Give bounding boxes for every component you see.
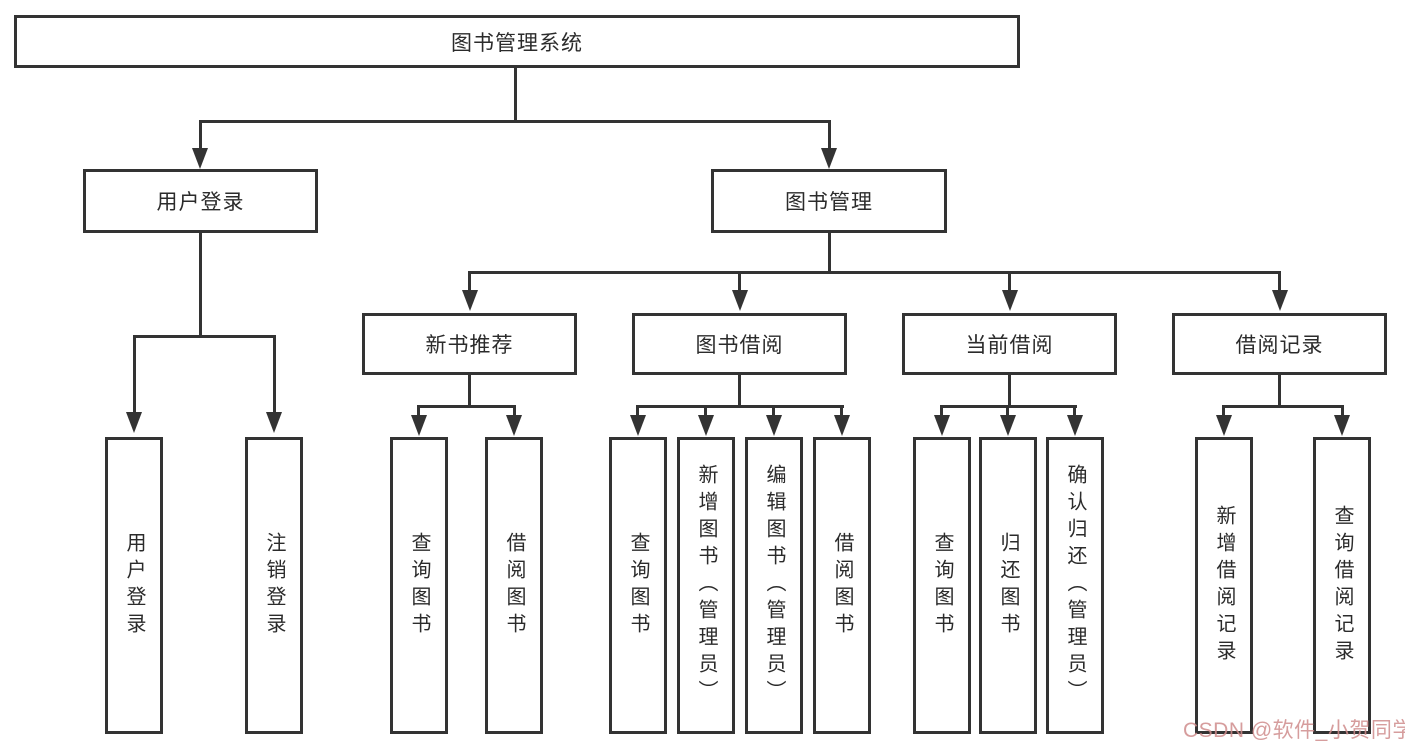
leaf-borrow-books-recommend: 借阅图书: [485, 437, 543, 734]
leaf-label: 查询图书: [408, 531, 430, 640]
leaf-query-borrow-record: 查询借阅记录: [1313, 437, 1371, 734]
arrowhead-down-icon: [1000, 415, 1016, 436]
connector-recommend-rail: [417, 405, 516, 408]
node-book-borrow-label: 图书借阅: [695, 334, 784, 357]
leaf-query-books-current: 查询图书: [913, 437, 971, 734]
arrowhead-down-icon: [698, 415, 714, 436]
connector-userlogin-stem: [199, 233, 202, 337]
arrowhead-down-icon: [192, 148, 208, 169]
connector-current-drop-1: [940, 405, 943, 417]
connector-recommend-drop-2: [513, 405, 516, 417]
leaf-label: 新增图书（管理员）: [695, 464, 717, 707]
connector-current-drop-2: [1006, 405, 1009, 417]
leaf-label: 查询借阅记录: [1331, 504, 1353, 667]
connector-bookmgmt-drop-1: [468, 271, 471, 291]
connector-borrow-drop-4: [840, 405, 843, 417]
connector-root-drop-left: [199, 120, 202, 150]
connector-current-drop-3: [1073, 405, 1076, 417]
leaf-label: 编辑图书（管理员）: [763, 464, 785, 707]
arrowhead-down-icon: [1216, 415, 1232, 436]
leaf-query-books-borrow: 查询图书: [609, 437, 667, 734]
connector-record-rail: [1222, 405, 1344, 408]
arrowhead-down-icon: [1272, 290, 1288, 311]
connector-root-drop-right: [828, 120, 831, 150]
node-book-management: 图书管理: [711, 169, 947, 233]
leaf-edit-books-admin: 编辑图书（管理员）: [745, 437, 803, 734]
arrowhead-down-icon: [732, 290, 748, 311]
arrowhead-down-icon: [821, 148, 837, 169]
connector-userlogin-drop-2: [273, 335, 276, 413]
connector-recommend-drop-1: [417, 405, 420, 417]
arrowhead-down-icon: [630, 415, 646, 436]
leaf-borrow-books: 借阅图书: [813, 437, 871, 734]
leaf-user-login: 用户登录: [105, 437, 163, 734]
arrowhead-down-icon: [834, 415, 850, 436]
node-borrow-record: 借阅记录: [1172, 313, 1387, 375]
leaf-label: 查询图书: [627, 531, 649, 640]
leaf-confirm-return-admin: 确认归还（管理员）: [1046, 437, 1104, 734]
leaf-label: 借阅图书: [831, 531, 853, 640]
leaf-label: 归还图书: [997, 531, 1019, 640]
connector-borrow-drop-1: [636, 405, 639, 417]
connector-record-drop-2: [1341, 405, 1344, 417]
node-new-book-recommend-label: 新书推荐: [425, 334, 514, 357]
arrowhead-down-icon: [126, 412, 142, 433]
leaf-query-books-recommend: 查询图书: [390, 437, 448, 734]
node-user-login: 用户登录: [83, 169, 318, 233]
node-book-management-label: 图书管理: [785, 191, 873, 214]
arrowhead-down-icon: [462, 290, 478, 311]
csdn-watermark: CSDN @软件_小贺同学: [1183, 719, 1405, 742]
connector-root-rail: [199, 120, 831, 123]
connector-bookmgmt-drop-2: [738, 271, 741, 291]
connector-userlogin-drop-1: [133, 335, 136, 413]
leaf-label: 新增借阅记录: [1213, 504, 1235, 667]
node-current-borrow-label: 当前借阅: [965, 334, 1054, 357]
leaf-add-borrow-record: 新增借阅记录: [1195, 437, 1253, 734]
node-root: 图书管理系统: [14, 15, 1020, 68]
arrowhead-down-icon: [1334, 415, 1350, 436]
leaf-label: 用户登录: [123, 531, 145, 640]
arrowhead-down-icon: [506, 415, 522, 436]
node-user-login-label: 用户登录: [156, 191, 245, 214]
node-borrow-record-label: 借阅记录: [1235, 334, 1324, 357]
leaf-label: 借阅图书: [503, 531, 525, 640]
connector-borrow-stem: [738, 375, 741, 406]
arrowhead-down-icon: [266, 412, 282, 433]
connector-record-drop-1: [1222, 405, 1225, 417]
leaf-label: 查询图书: [931, 531, 953, 640]
arrowhead-down-icon: [934, 415, 950, 436]
node-root-label: 图书管理系统: [451, 31, 583, 55]
leaf-add-books-admin: 新增图书（管理员）: [677, 437, 735, 734]
connector-record-stem: [1278, 375, 1281, 406]
connector-bookmgmt-rail: [468, 271, 1281, 274]
node-current-borrow: 当前借阅: [902, 313, 1117, 375]
connector-current-stem: [1008, 375, 1011, 406]
leaf-return-books: 归还图书: [979, 437, 1037, 734]
connector-borrow-drop-2: [704, 405, 707, 417]
node-new-book-recommend: 新书推荐: [362, 313, 577, 375]
connector-recommend-stem: [468, 375, 471, 406]
node-book-borrow: 图书借阅: [632, 313, 847, 375]
connector-bookmgmt-drop-3: [1008, 271, 1011, 291]
leaf-logout: 注销登录: [245, 437, 303, 734]
arrowhead-down-icon: [411, 415, 427, 436]
connector-bookmgmt-stem: [828, 233, 831, 272]
arrowhead-down-icon: [1067, 415, 1083, 436]
leaf-label: 确认归还（管理员）: [1064, 464, 1086, 707]
connector-borrow-drop-3: [772, 405, 775, 417]
arrowhead-down-icon: [766, 415, 782, 436]
connector-bookmgmt-drop-4: [1278, 271, 1281, 291]
connector-userlogin-rail: [133, 335, 276, 338]
connector-root-stem: [514, 68, 517, 121]
arrowhead-down-icon: [1002, 290, 1018, 311]
connector-borrow-rail: [636, 405, 844, 408]
leaf-label: 注销登录: [263, 531, 285, 640]
